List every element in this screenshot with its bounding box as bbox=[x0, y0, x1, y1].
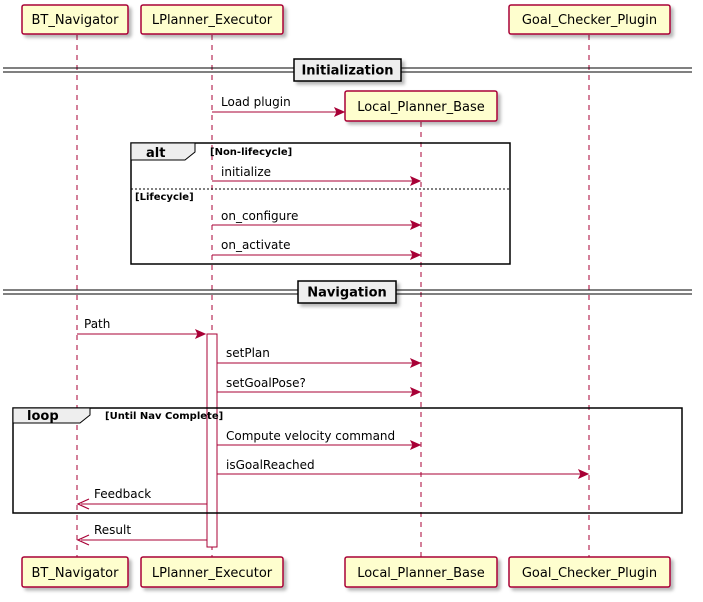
participant-local-planner-base-created: Local_Planner_Base bbox=[344, 90, 498, 122]
participant-bt-navigator-top: BT_Navigator bbox=[21, 4, 129, 35]
participant-label: LPlanner_Executor bbox=[152, 566, 273, 581]
message-label: setPlan bbox=[226, 346, 270, 360]
activation-bar-lplanner-executor bbox=[206, 333, 218, 548]
alt-else-guard: [Lifecycle] bbox=[135, 192, 194, 203]
message-initialize: initialize bbox=[212, 165, 422, 187]
divider-navigation: Navigation bbox=[3, 280, 692, 304]
message-compute-velocity-command: Compute velocity command bbox=[217, 429, 422, 451]
participant-goal-checker-plugin-top: Goal_Checker_Plugin bbox=[508, 4, 671, 35]
participant-label: Goal_Checker_Plugin bbox=[522, 566, 657, 581]
message-on-activate: on_activate bbox=[212, 238, 422, 261]
message-label: on_activate bbox=[221, 238, 290, 252]
message-label: on_configure bbox=[221, 209, 298, 223]
participant-label: Local_Planner_Base bbox=[357, 100, 485, 115]
message-path: Path bbox=[77, 317, 207, 340]
message-label: initialize bbox=[221, 165, 271, 179]
message-label: setGoalPose? bbox=[226, 376, 306, 390]
alt-fragment-keyword: alt bbox=[146, 146, 165, 161]
participant-bt-navigator-bottom: BT_Navigator bbox=[21, 556, 129, 588]
participant-label: BT_Navigator bbox=[32, 566, 120, 581]
message-feedback: Feedback bbox=[76, 487, 207, 510]
message-label: Compute velocity command bbox=[226, 429, 395, 443]
participant-local-planner-base-bottom: Local_Planner_Base bbox=[344, 556, 498, 588]
message-setplan: setPlan bbox=[217, 346, 422, 369]
participant-label: LPlanner_Executor bbox=[152, 13, 273, 28]
participant-label: Local_Planner_Base bbox=[357, 566, 485, 581]
divider-initialization: Initialization bbox=[3, 58, 692, 82]
participant-label: BT_Navigator bbox=[32, 13, 120, 28]
loop-fragment-keyword: loop bbox=[27, 409, 59, 424]
message-label: Load plugin bbox=[221, 95, 291, 109]
divider-label: Navigation bbox=[307, 286, 387, 301]
message-label: Feedback bbox=[94, 487, 151, 501]
participant-label: Goal_Checker_Plugin bbox=[522, 13, 657, 28]
loop-fragment: loop [Until Nav Complete] bbox=[12, 407, 683, 514]
message-label: Result bbox=[94, 523, 131, 537]
loop-fragment-guard: [Until Nav Complete] bbox=[105, 411, 223, 422]
alt-fragment-guard: [Non-lifecycle] bbox=[210, 147, 292, 158]
message-result: Result bbox=[76, 523, 207, 546]
message-load-plugin: Load plugin bbox=[212, 95, 346, 118]
message-setgoalpose: setGoalPose? bbox=[217, 376, 422, 398]
message-label: Path bbox=[84, 317, 110, 331]
message-isgoalreached: isGoalReached bbox=[217, 458, 590, 480]
participant-lplanner-executor-top: LPlanner_Executor bbox=[140, 4, 284, 35]
divider-label: Initialization bbox=[301, 64, 393, 79]
message-label: isGoalReached bbox=[226, 458, 315, 472]
participant-lplanner-executor-bottom: LPlanner_Executor bbox=[140, 556, 284, 588]
alt-fragment: alt [Non-lifecycle] [Lifecycle] bbox=[130, 142, 511, 265]
message-on-configure: on_configure bbox=[212, 209, 422, 231]
participant-goal-checker-plugin-bottom: Goal_Checker_Plugin bbox=[508, 556, 671, 588]
